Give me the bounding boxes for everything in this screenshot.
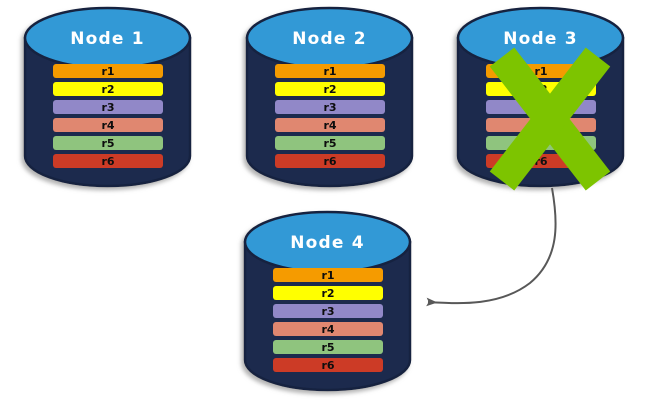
node-3-title: Node 3 — [503, 29, 578, 49]
node-4[interactable]: Node 4 r1 r2 r3 r4 r5 — [243, 210, 412, 392]
row-bar — [53, 136, 163, 150]
row-label: r1 — [534, 65, 547, 78]
replication-arrow — [426, 187, 557, 307]
node-1-rows: r1 r2 r3 r4 r5 r6 — [53, 64, 163, 168]
row-bar — [275, 100, 385, 114]
row-label: r1 — [323, 65, 336, 78]
row-label: r4 — [323, 119, 336, 132]
node-4-row-r4[interactable]: r4 — [273, 322, 383, 336]
node-2[interactable]: Node 2 r1 r2 r3 r4 r5 — [245, 6, 414, 188]
node-2-row-r4[interactable]: r4 — [275, 118, 385, 132]
node-3-failure-cross-icon — [489, 47, 611, 191]
row-bar — [53, 118, 163, 132]
row-bar — [53, 64, 163, 78]
row-bar — [53, 154, 163, 168]
node-2-title: Node 2 — [292, 29, 367, 49]
node-1-title: Node 1 — [70, 29, 145, 49]
row-label: r1 — [321, 269, 334, 282]
node-2-row-r5[interactable]: r5 — [275, 136, 385, 150]
node-4-row-r5[interactable]: r5 — [273, 340, 383, 354]
row-label: r2 — [323, 83, 336, 96]
node-2-row-r3[interactable]: r3 — [275, 100, 385, 114]
row-label: r6 — [321, 359, 334, 372]
row-bar — [273, 304, 383, 318]
row-label: r3 — [321, 305, 334, 318]
node-2-row-r6[interactable]: r6 — [275, 154, 385, 168]
row-label: r3 — [101, 101, 114, 114]
node-2-rows: r1 r2 r3 r4 r5 r6 — [275, 64, 385, 168]
row-bar — [273, 340, 383, 354]
node-2-row-r1[interactable]: r1 — [275, 64, 385, 78]
row-bar — [275, 118, 385, 132]
row-label: r1 — [101, 65, 114, 78]
row-label: r5 — [101, 137, 114, 150]
row-label: r4 — [101, 119, 114, 132]
row-label: r5 — [323, 137, 336, 150]
node-4-title: Node 4 — [290, 233, 365, 253]
node-4-row-r1[interactable]: r1 — [273, 268, 383, 282]
row-bar — [273, 322, 383, 336]
node-1-row-r1[interactable]: r1 — [53, 64, 163, 78]
row-bar — [53, 82, 163, 96]
row-bar — [273, 358, 383, 372]
row-bar — [275, 154, 385, 168]
row-bar — [275, 82, 385, 96]
node-1-row-r2[interactable]: r2 — [53, 82, 163, 96]
node-1-row-r5[interactable]: r5 — [53, 136, 163, 150]
row-label: r5 — [321, 341, 334, 354]
row-label: r6 — [323, 155, 336, 168]
row-label: r4 — [321, 323, 334, 336]
row-bar — [275, 64, 385, 78]
row-label: r2 — [321, 287, 334, 300]
node-4-rows: r1 r2 r3 r4 r5 r6 — [273, 268, 383, 372]
node-1-row-r3[interactable]: r3 — [53, 100, 163, 114]
node-2-row-r2[interactable]: r2 — [275, 82, 385, 96]
node-1[interactable]: Node 1 r1 r2 r3 r4 r5 — [23, 6, 192, 188]
node-4-row-r6[interactable]: r6 — [273, 358, 383, 372]
row-label: r3 — [323, 101, 336, 114]
row-label: r6 — [101, 155, 114, 168]
node-1-row-r4[interactable]: r4 — [53, 118, 163, 132]
row-bar — [273, 268, 383, 282]
row-label: r2 — [101, 83, 114, 96]
row-bar — [275, 136, 385, 150]
row-bar — [53, 100, 163, 114]
node-4-row-r2[interactable]: r2 — [273, 286, 383, 300]
node-3[interactable]: Node 3 r1 r2 r3 r4 r5 — [456, 6, 625, 191]
node-4-row-r3[interactable]: r3 — [273, 304, 383, 318]
row-bar — [273, 286, 383, 300]
node-1-row-r6[interactable]: r6 — [53, 154, 163, 168]
